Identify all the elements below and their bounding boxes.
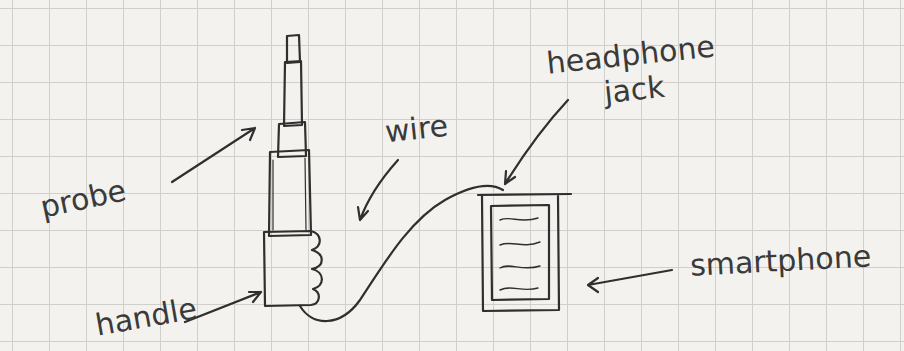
probe-cap — [287, 35, 300, 63]
probe-tip — [284, 61, 302, 126]
smartphone-arrow — [588, 270, 672, 292]
part-label: headphone jack — [542, 29, 723, 116]
handle-grip — [264, 231, 322, 306]
probe-arrow — [172, 128, 255, 182]
part-label: handle — [93, 291, 200, 343]
phone-screen — [491, 205, 549, 300]
part-label: probe — [37, 173, 129, 225]
probe-shading — [273, 158, 306, 230]
phone-top — [478, 194, 571, 195]
wire-arrow — [358, 160, 398, 220]
jack-arrow — [505, 100, 568, 184]
probe-body — [269, 150, 311, 236]
wire — [300, 186, 503, 321]
part-label: wire — [383, 109, 449, 150]
screen-lines — [500, 218, 540, 290]
part-label: smartphone — [689, 239, 872, 283]
phone-body — [482, 196, 559, 311]
